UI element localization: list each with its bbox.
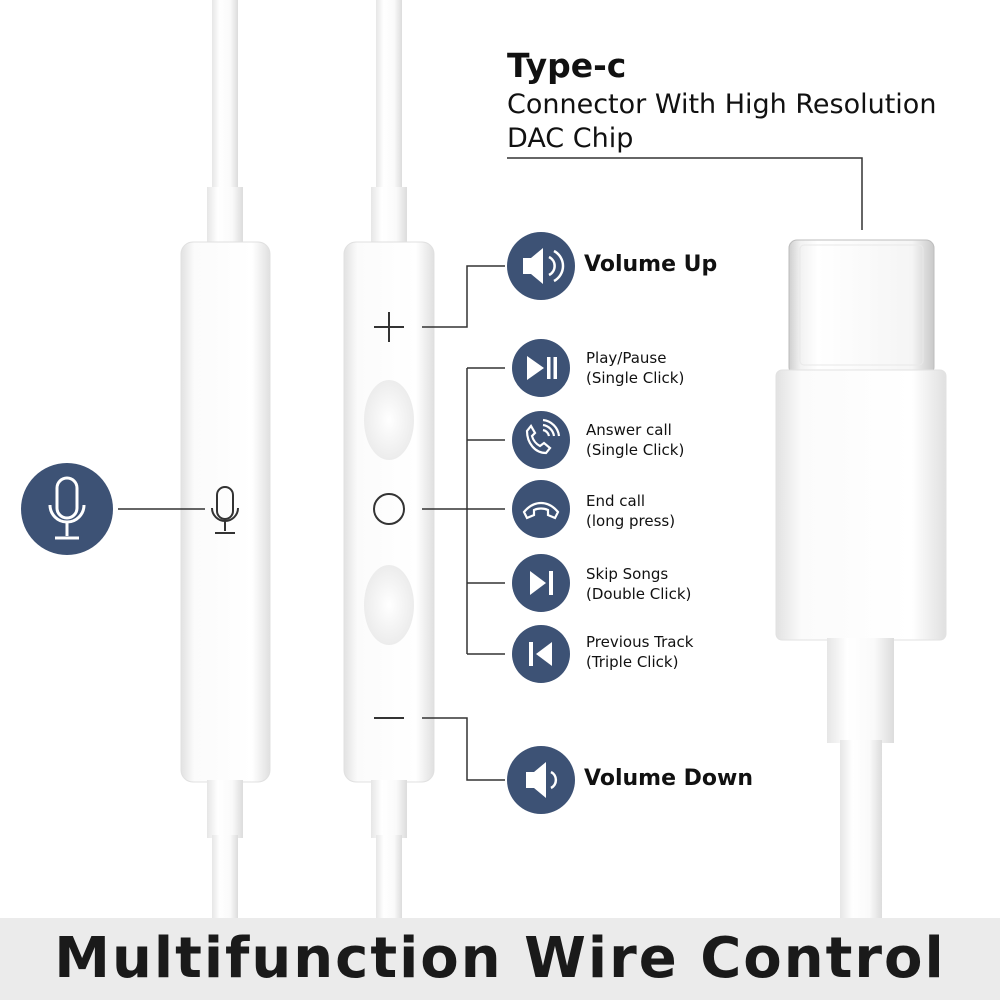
volume-down-label: Volume Down (584, 766, 754, 791)
connector-subtitle-line1: Connector With High Resolution (507, 89, 937, 120)
remote-cable (343, 0, 435, 920)
function-action: (Single Click) (586, 369, 685, 387)
function-play-pause: Play/Pause (Single Click) (586, 348, 684, 388)
phone-end-icon (522, 501, 560, 520)
function-action: (Double Click) (586, 585, 692, 603)
remote-mic-icon (211, 486, 239, 534)
speaker-up-icon (523, 248, 565, 284)
center-button-symbol (373, 493, 405, 525)
connector-subtitle-line2: DAC Chip (507, 123, 634, 154)
function-end-call: End call (long press) (586, 491, 675, 531)
function-name: Play/Pause (586, 349, 667, 367)
footer-title: Multifunction Wire Control (54, 926, 946, 991)
function-name: Skip Songs (586, 565, 669, 583)
function-answer-call: Answer call (Single Click) (586, 420, 684, 460)
footer-bar (0, 918, 1000, 1000)
icon-circles (21, 232, 575, 814)
function-action: (long press) (586, 512, 676, 530)
volume-up-label: Volume Up (584, 252, 718, 277)
play-pause-icon (527, 356, 557, 380)
skip-previous-icon (529, 642, 552, 666)
function-previous-track: Previous Track (Triple Click) (586, 632, 693, 672)
plus-symbol (374, 312, 404, 342)
microphone-icon (48, 476, 86, 540)
function-skip-songs: Skip Songs (Double Click) (586, 564, 691, 604)
function-name: Answer call (586, 421, 672, 439)
type-c-connector (775, 239, 947, 920)
function-action: (Triple Click) (586, 653, 679, 671)
callout-lines (118, 157, 863, 781)
speaker-down-icon (526, 762, 558, 798)
function-name: Previous Track (586, 633, 694, 651)
function-action: (Single Click) (586, 441, 685, 459)
phone-answer-icon (525, 418, 561, 455)
mic-cable (180, 0, 271, 920)
function-name: End call (586, 492, 646, 510)
connector-title: Type-c (507, 46, 627, 85)
skip-next-icon (530, 571, 553, 595)
connector-subtitle: Connector With High Resolution DAC Chip (507, 88, 936, 156)
